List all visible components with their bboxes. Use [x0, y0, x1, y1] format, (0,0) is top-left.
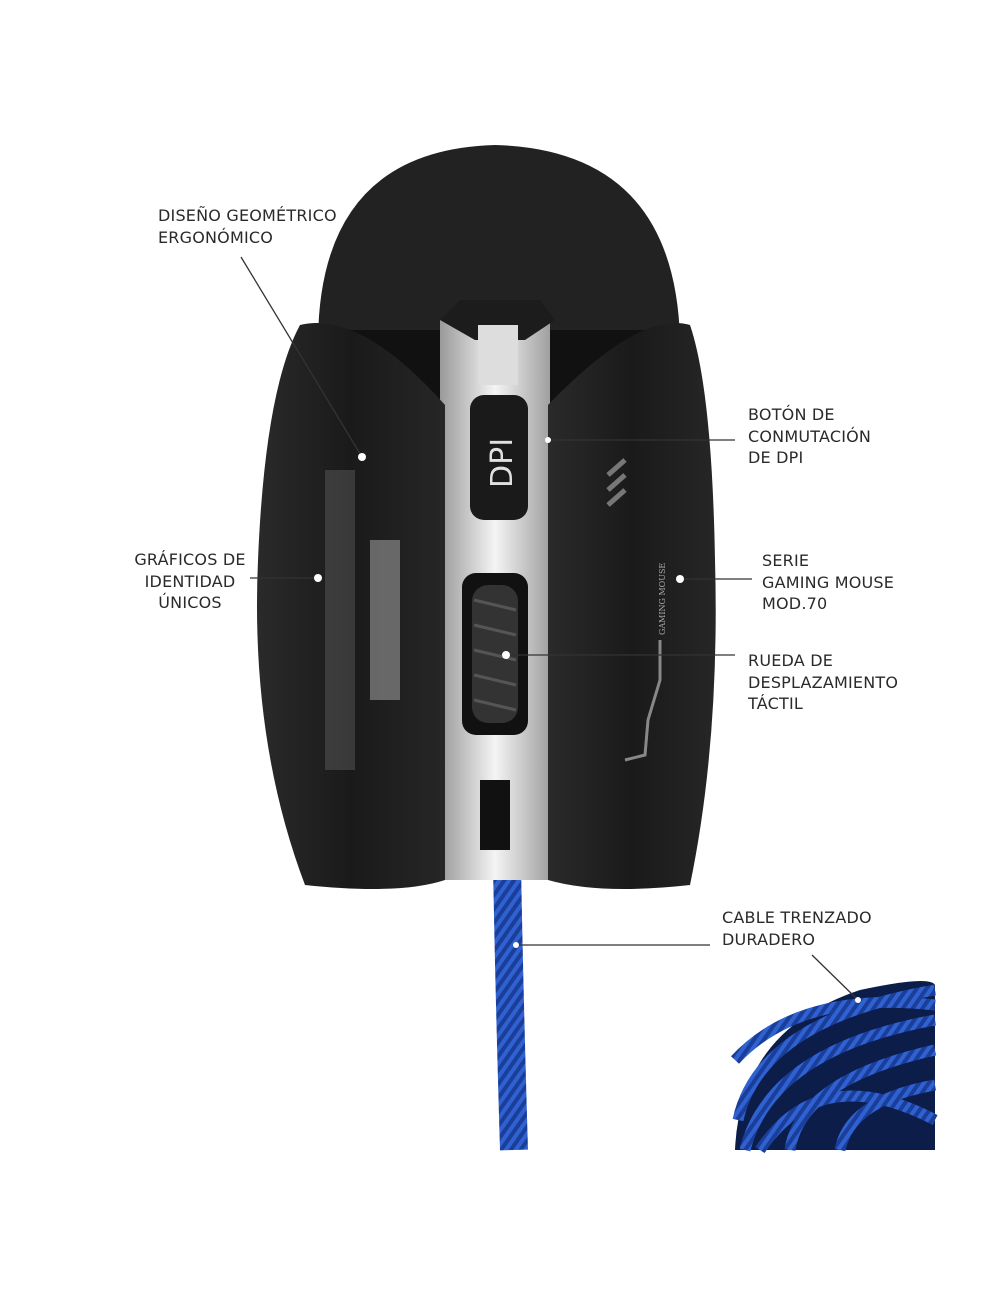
- side-print: GAMING MOUSE: [658, 563, 667, 635]
- cable-coil: [730, 981, 938, 1154]
- dpi-button-print: DPI: [485, 438, 520, 488]
- callout-design: DISEÑO GEOMÉTRICO ERGONÓMICO: [158, 206, 337, 247]
- leader-lines: [240, 256, 861, 1003]
- mouse-body: DPI GAMING MOUSE: [256, 145, 716, 889]
- callout-series: SERIE GAMING MOUSE MOD.70: [762, 551, 895, 613]
- callout-cable: CABLE TRENZADO DURADERO: [722, 908, 872, 949]
- callout-wheel: RUEDA DE DESPLAZAMIENTO TÁCTIL: [748, 651, 899, 713]
- callout-dpi: BOTÓN DE CONMUTACIÓN DE DPI: [748, 405, 872, 467]
- callout-graphics: GRÁFICOS DE IDENTIDAD ÚNICOS: [134, 550, 246, 612]
